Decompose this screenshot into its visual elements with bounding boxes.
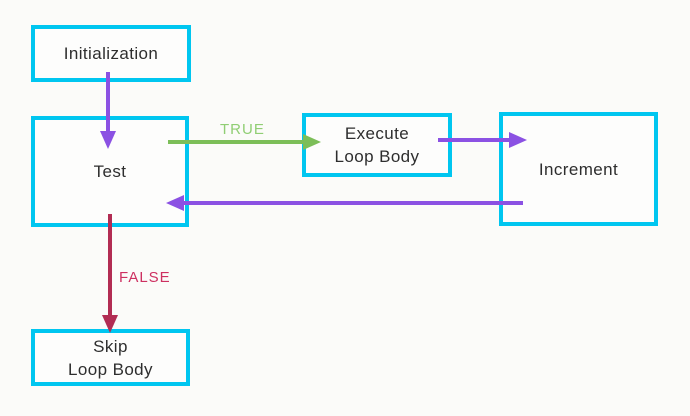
edge-label-false: FALSE xyxy=(119,269,171,286)
node-initialization-label: Initialization xyxy=(63,44,159,63)
node-test: Test xyxy=(31,116,189,227)
edge-label-true: TRUE xyxy=(220,121,265,138)
arrow-test-to-skip-false-branch xyxy=(102,214,118,333)
node-skip-loop-body-label: Skip Loop Body xyxy=(68,336,153,379)
node-skip-loop-body: Skip Loop Body xyxy=(31,329,190,386)
node-increment-label: Increment xyxy=(538,159,619,179)
node-test-label: Test xyxy=(93,162,127,181)
node-execute-loop-body: Execute Loop Body xyxy=(302,113,452,177)
node-execute-loop-body-label: Execute Loop Body xyxy=(334,124,420,166)
node-initialization: Initialization xyxy=(31,25,191,82)
arrow-increment-to-test xyxy=(166,195,523,211)
node-increment: Increment xyxy=(499,112,658,226)
